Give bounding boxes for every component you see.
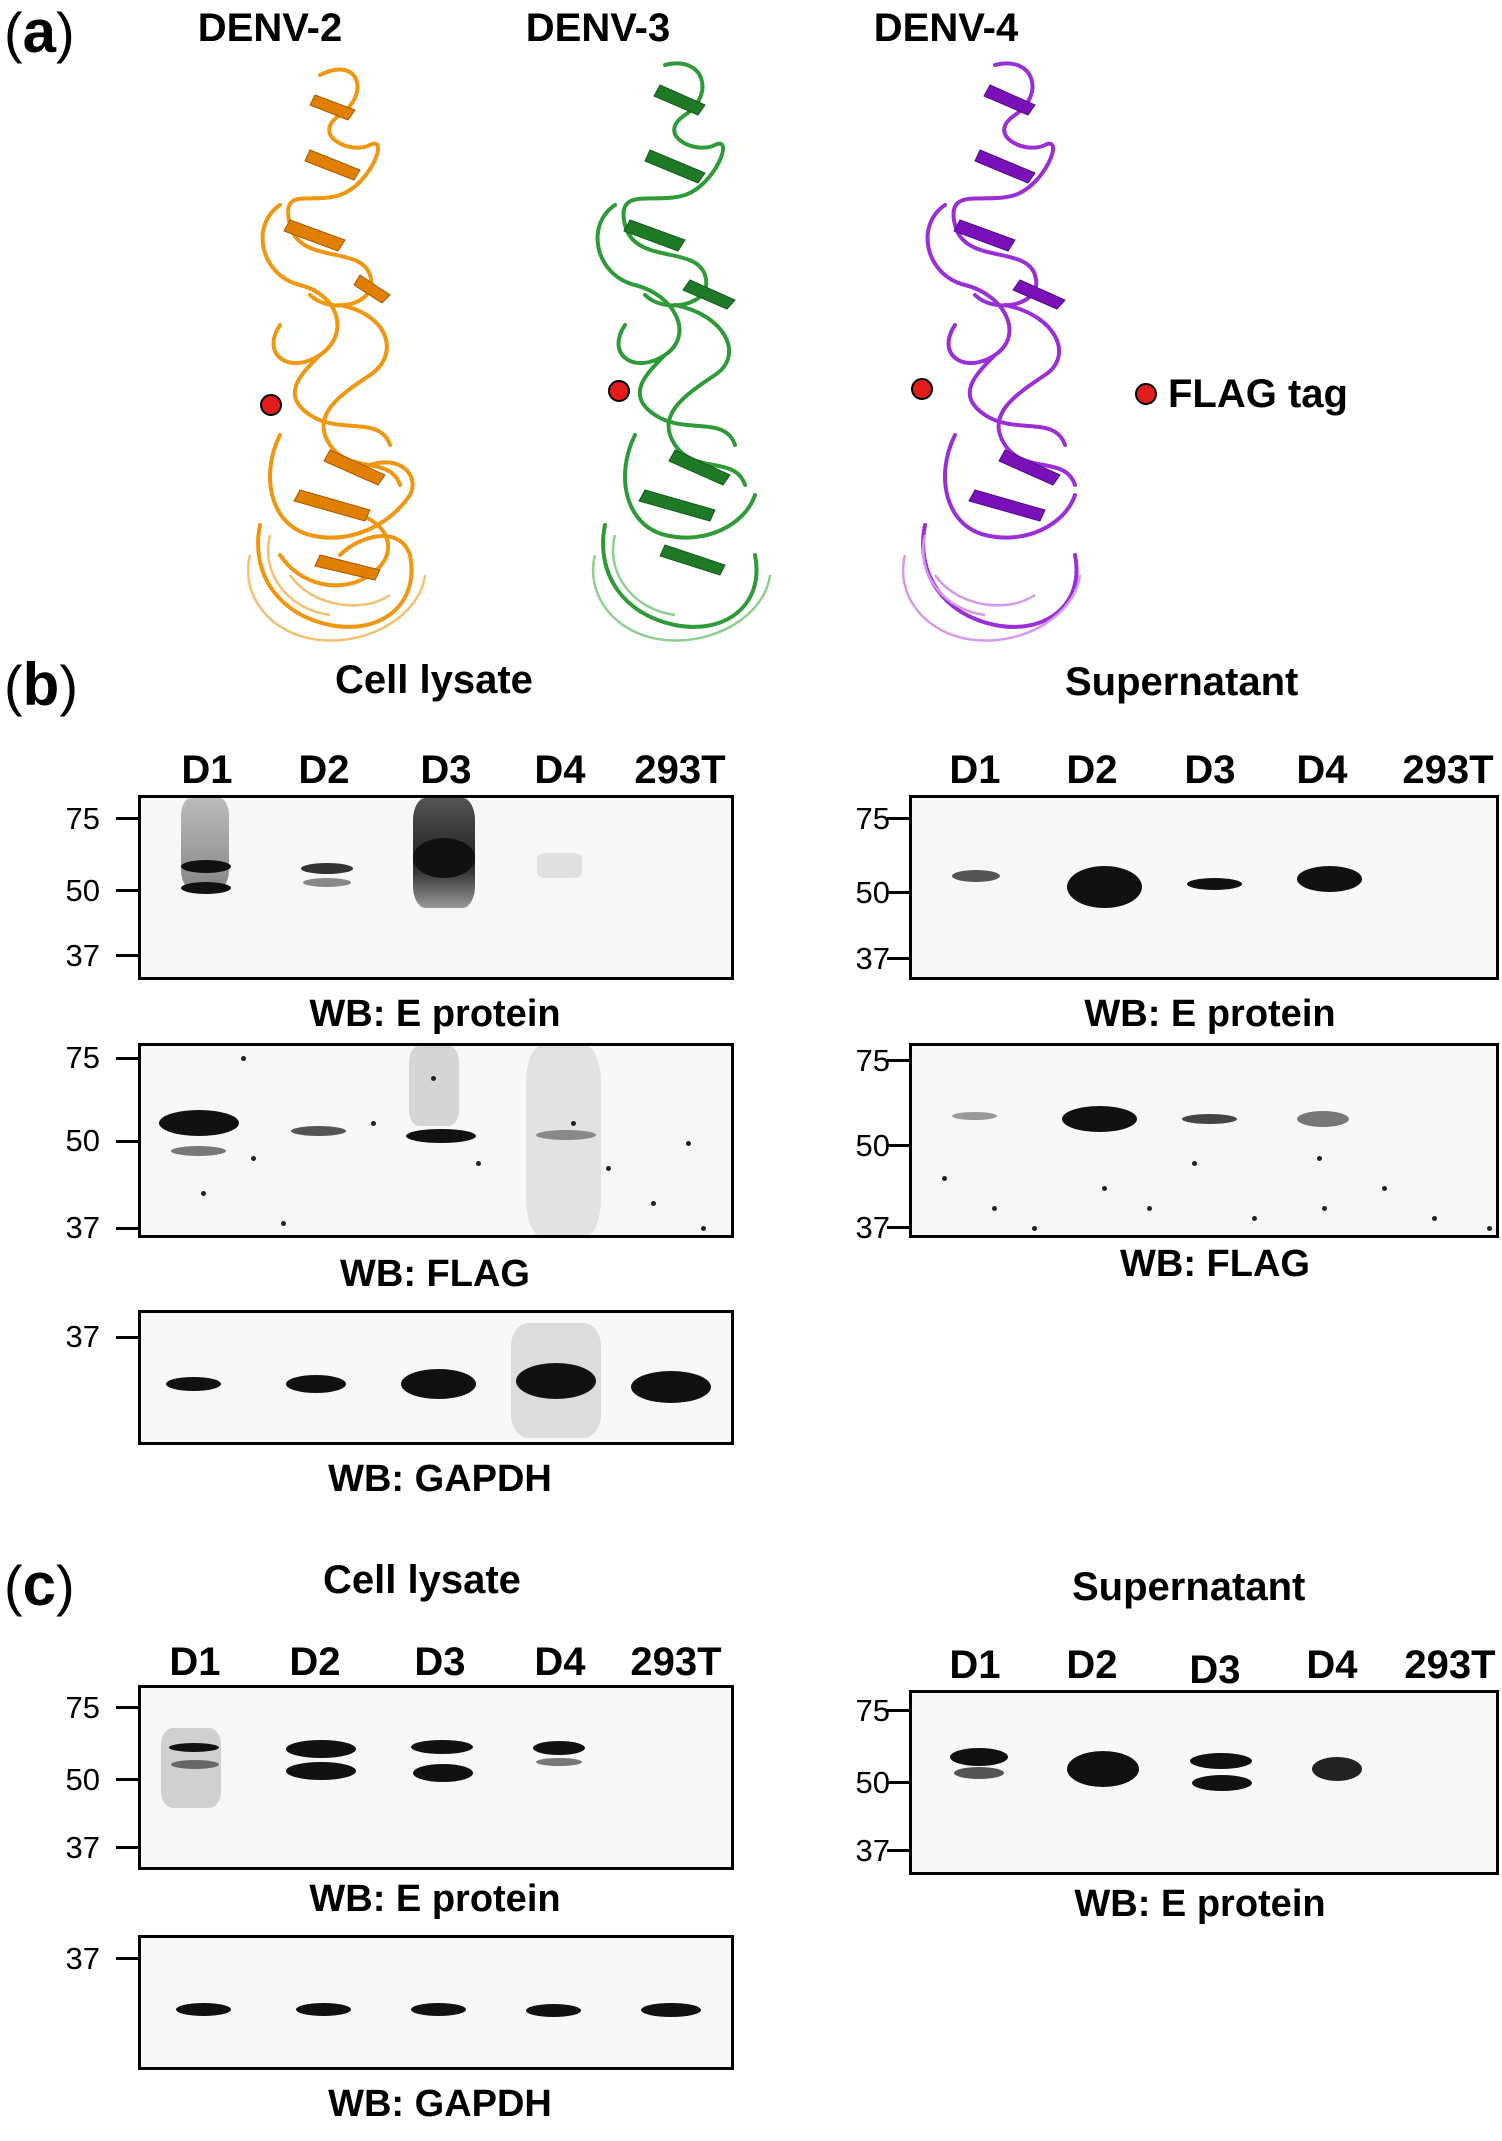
mw-marker: 37: [65, 1319, 100, 1354]
blot-b-lysate-gapdh: [138, 1310, 734, 1445]
denv2-structure-image: [246, 67, 427, 642]
lane-label-d2: D2: [1066, 748, 1118, 792]
mw-marker: 75: [65, 801, 100, 836]
flag-tag-marker-denv4: [911, 378, 933, 400]
lane-label-d1: D1: [169, 1640, 221, 1684]
panel-c-cell-lysate-title: Cell lysate: [323, 1558, 521, 1602]
mw-marker: 50: [65, 1123, 100, 1158]
mw-marker: 37: [65, 1830, 100, 1865]
lane-label-d2: D2: [1066, 1643, 1118, 1687]
structure-title-denv3: DENV-3: [525, 6, 671, 50]
structure-title-denv4: DENV-4: [873, 6, 1019, 50]
wb-label: WB: E protein: [309, 993, 561, 1035]
denv3-structure-image: [591, 61, 772, 642]
lane-label-293t: 293T: [1404, 1643, 1496, 1687]
lane-label-d1: D1: [181, 748, 233, 792]
panel-b-supernatant-title: Supernatant: [1065, 660, 1299, 704]
panel-c-supernatant-title: Supernatant: [1072, 1565, 1306, 1609]
lane-label-293t: 293T: [1402, 748, 1494, 792]
lane-label-d4: D4: [1296, 748, 1348, 792]
flag-tag-legend-icon: [1135, 383, 1157, 405]
blot-c-lysate-e-protein: [138, 1685, 734, 1870]
lane-label-d3: D3: [420, 748, 472, 792]
mw-marker: 75: [855, 801, 890, 836]
lane-label-d3: D3: [1184, 748, 1236, 792]
blot-b-supernatant-flag: [909, 1043, 1499, 1238]
lane-label-293t: 293T: [630, 1640, 722, 1684]
mw-marker: 37: [855, 1833, 890, 1868]
mw-marker: 37: [65, 1941, 100, 1976]
panel-c-label: (c): [4, 1551, 75, 1618]
mw-marker: 50: [855, 1765, 890, 1800]
lane-label-d4: D4: [534, 748, 586, 792]
mw-marker: 75: [855, 1043, 890, 1078]
lane-label-d1: D1: [949, 1643, 1001, 1687]
flag-tag-marker-denv2: [260, 394, 282, 416]
structure-title-denv2: DENV-2: [197, 6, 343, 50]
wb-label: WB: FLAG: [340, 1253, 530, 1295]
mw-marker: 37: [65, 1210, 100, 1245]
mw-marker: 50: [855, 875, 890, 910]
mw-marker: 50: [855, 1128, 890, 1163]
mw-marker: 37: [65, 938, 100, 973]
panel-b-cell-lysate-title: Cell lysate: [335, 658, 533, 702]
wb-label: WB: GAPDH: [328, 2083, 552, 2125]
mw-marker: 50: [65, 1762, 100, 1797]
mw-marker: 37: [855, 941, 890, 976]
blot-b-lysate-e-protein: [138, 795, 734, 980]
lane-label-d3: D3: [414, 1640, 466, 1684]
mw-marker: 75: [855, 1693, 890, 1728]
blot-b-lysate-flag: [138, 1043, 734, 1238]
flag-tag-marker-denv3: [608, 380, 630, 402]
lane-label-d1: D1: [949, 748, 1001, 792]
blot-c-lysate-gapdh: [138, 1935, 734, 2070]
mw-marker: 37: [855, 1210, 890, 1245]
denv4-structure-image: [901, 61, 1082, 642]
wb-label: WB: GAPDH: [328, 1458, 552, 1500]
panel-b-label: (b): [4, 651, 78, 718]
mw-marker: 75: [65, 1040, 100, 1075]
wb-label: WB: E protein: [1084, 993, 1336, 1035]
blot-c-supernatant-e-protein: [909, 1690, 1499, 1875]
wb-label: WB: FLAG: [1120, 1243, 1310, 1285]
blot-b-supernatant-e-protein: [909, 795, 1499, 980]
lane-label-d2: D2: [298, 748, 350, 792]
mw-marker: 75: [65, 1690, 100, 1725]
lane-label-d4: D4: [534, 1640, 586, 1684]
wb-label: WB: E protein: [1074, 1883, 1326, 1925]
panel-a-label: (a): [4, 0, 75, 65]
lane-label-d2: D2: [289, 1640, 341, 1684]
wb-label: WB: E protein: [309, 1878, 561, 1920]
lane-label-d4: D4: [1306, 1643, 1358, 1687]
lane-label-d3: D3: [1189, 1648, 1241, 1692]
flag-tag-legend-label: FLAG tag: [1168, 372, 1348, 416]
lane-label-293t: 293T: [634, 748, 726, 792]
mw-marker: 50: [65, 873, 100, 908]
